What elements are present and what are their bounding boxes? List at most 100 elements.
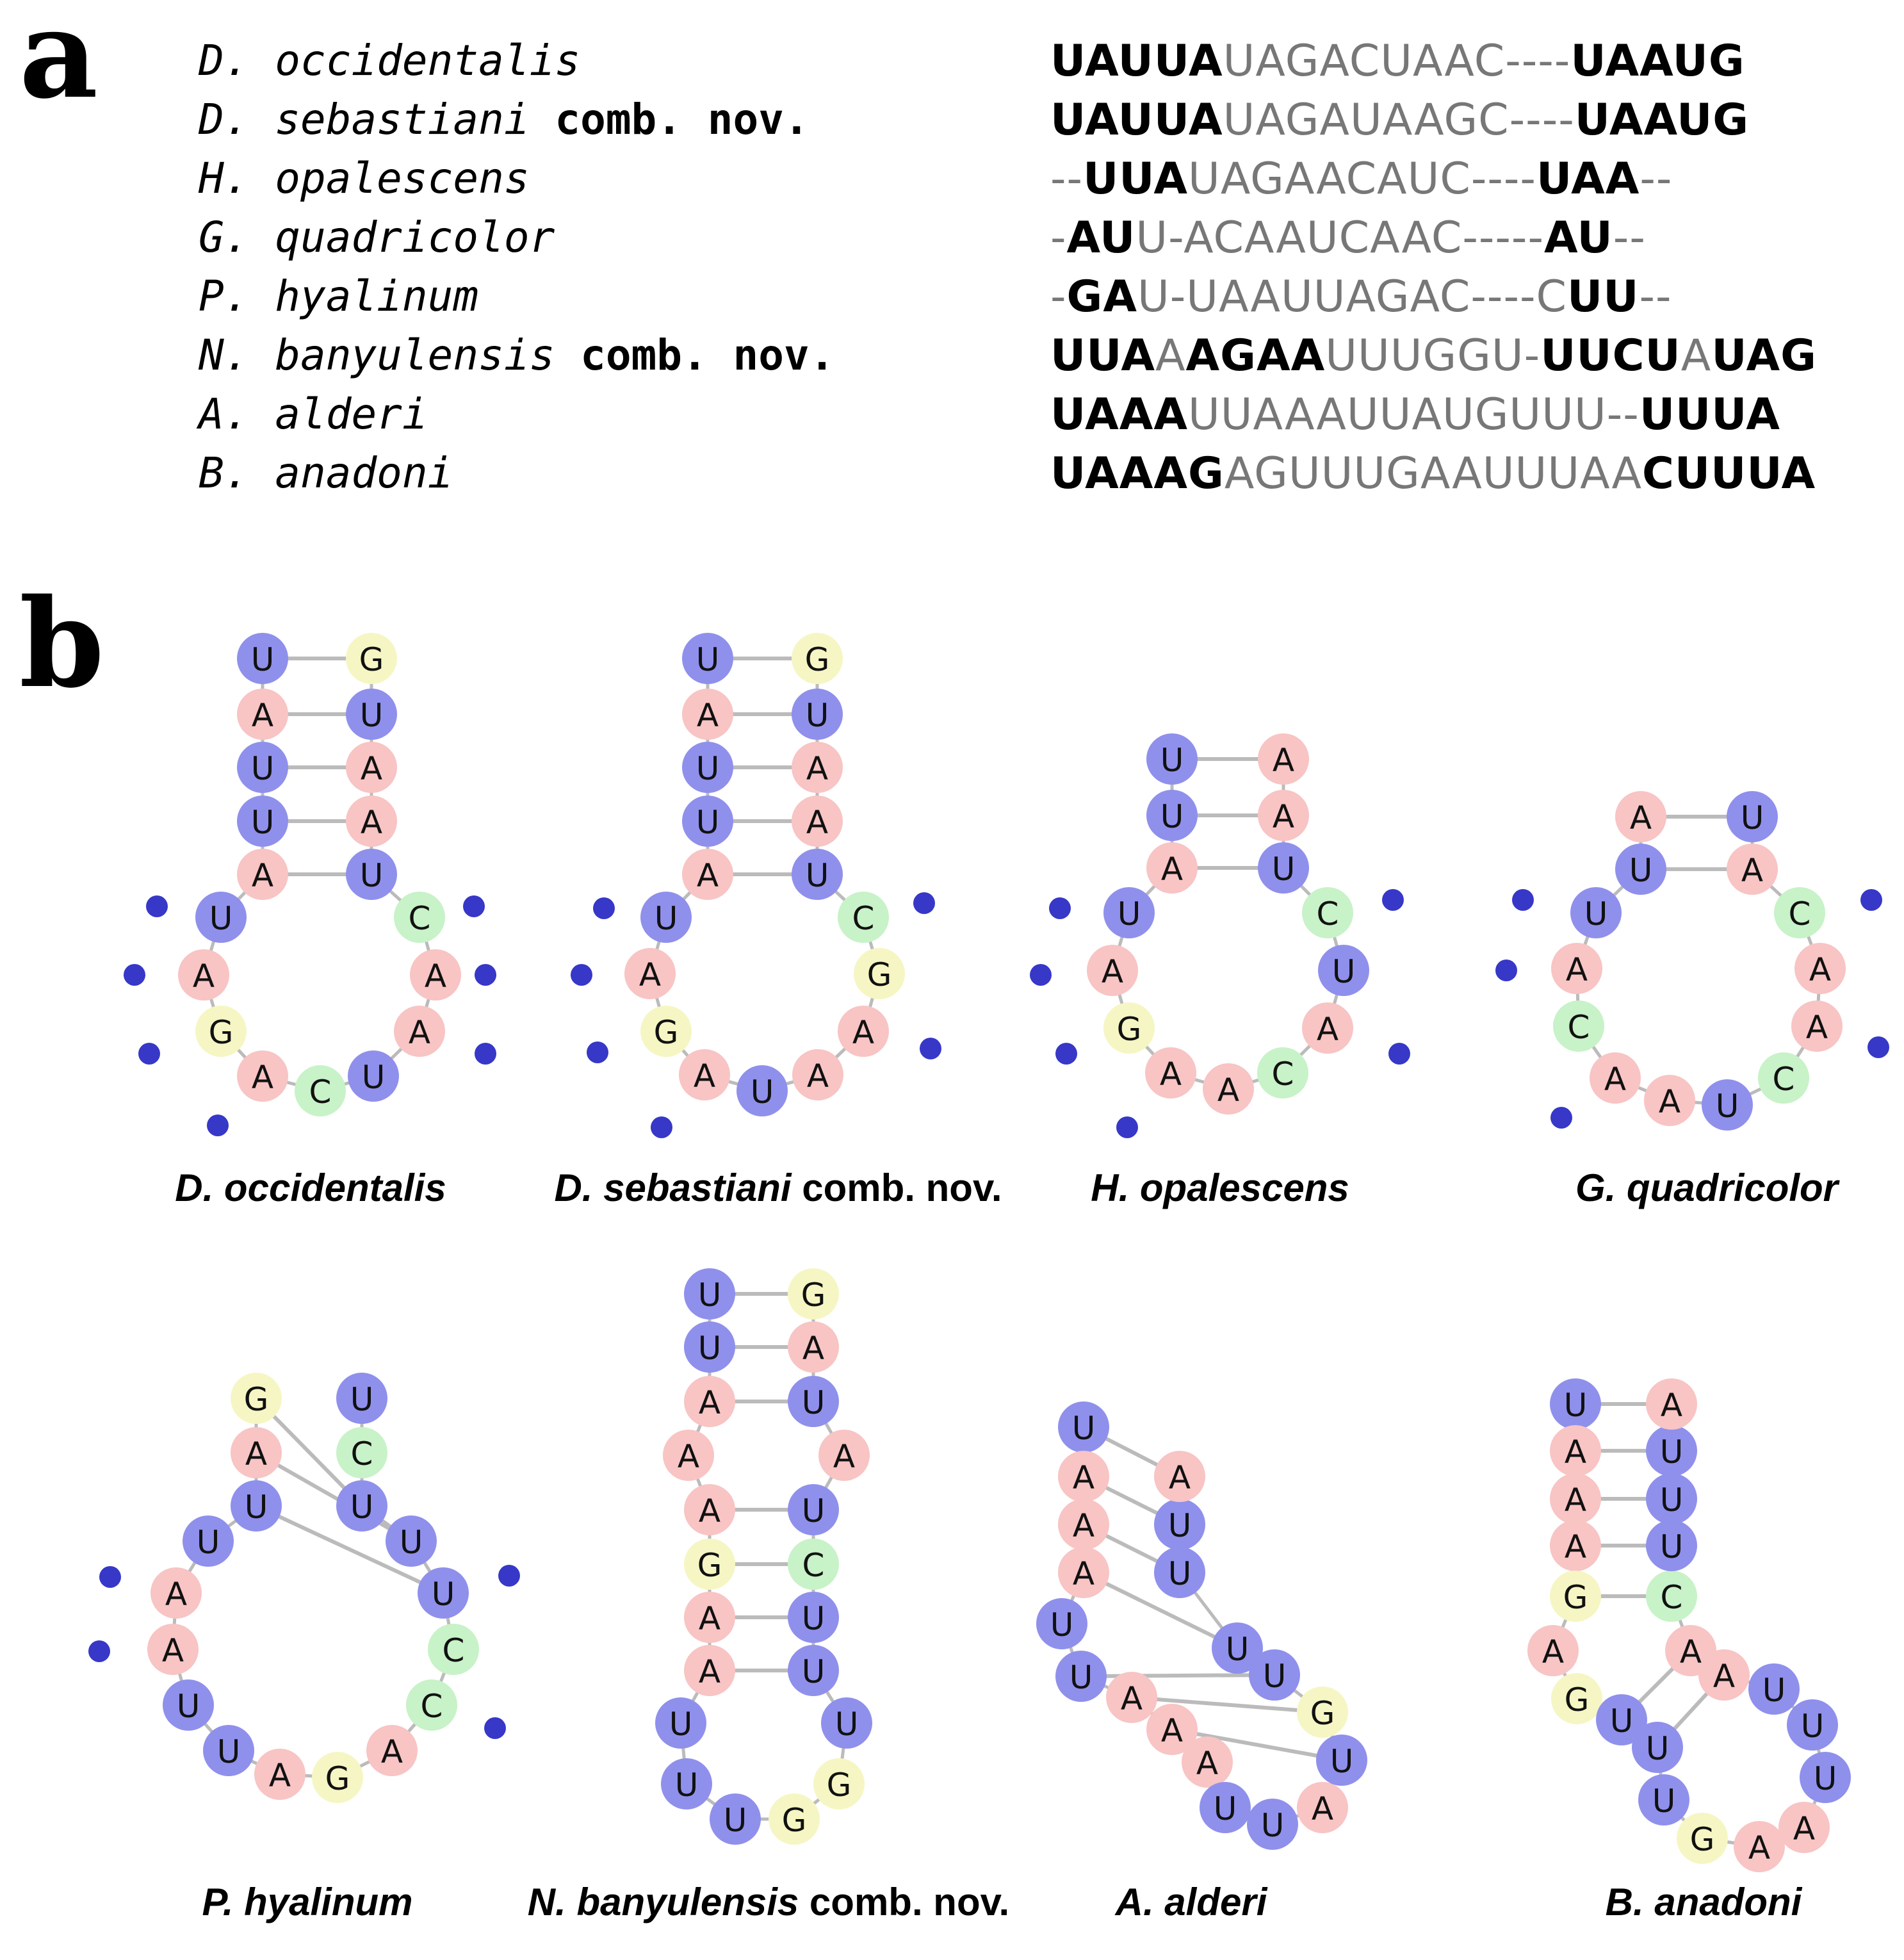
nucleotide-U (792, 689, 843, 740)
loop-segment: -- (1050, 154, 1084, 204)
nucleotide-letter: C (409, 900, 431, 937)
position-dot (1867, 1036, 1889, 1058)
nucleotide-letter: A (1680, 1633, 1702, 1670)
nucleotide-letter: A (1793, 1810, 1815, 1847)
nucleotide-letter: U (1160, 742, 1184, 779)
nucleotide-letter: A (1169, 1459, 1191, 1496)
genus-label: H. (199, 154, 250, 203)
nucleotide-G (195, 1006, 247, 1057)
nucleotide-A (1527, 1625, 1579, 1676)
nucleotide-letter: G (209, 1014, 234, 1051)
nucleotide-U (1646, 1425, 1697, 1476)
structure-caption: B. anadoni (1606, 1881, 1803, 1923)
species-name-row: D. occidentalis (199, 40, 580, 82)
loop-segment: UAGAUAAGC---- (1223, 95, 1575, 145)
nucleotide-U (1646, 1520, 1697, 1571)
position-dot (1049, 897, 1071, 919)
loop-segment: - (1050, 272, 1067, 322)
genus-label: D. (199, 95, 250, 144)
nucleotide-U (821, 1697, 872, 1749)
nucleotide-A (1297, 1782, 1348, 1833)
panel-a-label: a (19, 0, 99, 126)
nucleotide-G (684, 1539, 735, 1590)
nucleotide-U (1146, 733, 1198, 785)
nucleotide-A (788, 1321, 839, 1373)
nucleotide-A (838, 1006, 889, 1057)
alignment-sequence: UAUUAUAGACUAAC----UAAUG (1050, 40, 1745, 83)
caption-species: A. alderi (1114, 1881, 1268, 1923)
nucleotide-letter: A (245, 1435, 267, 1473)
conserved-segment: AU (1544, 213, 1613, 263)
position-dot (1495, 960, 1517, 981)
nucleotide-G (1677, 1813, 1728, 1864)
nucleotide-A (1615, 791, 1666, 842)
nucleotide-G (813, 1758, 865, 1809)
genus-label: A. (199, 389, 250, 439)
nucleotide-letter: A (1102, 953, 1123, 990)
nucleotide-U (1638, 1774, 1689, 1825)
position-dot (463, 895, 485, 917)
nucleotide-A (1727, 844, 1778, 895)
nucleotide-letter: U (1741, 799, 1764, 837)
nucleotide-letter: A (1806, 1009, 1828, 1046)
nucleotide-letter: U (1160, 798, 1184, 835)
nucleotide-letter: G (359, 641, 384, 678)
nucleotide-letter: U (1762, 1672, 1786, 1709)
nucleotide-letter: A (1273, 742, 1294, 779)
nucleotide-A (663, 1430, 714, 1481)
nucleotide-letter: U (696, 804, 720, 841)
nucleotide-A (1145, 1047, 1196, 1098)
nucleotide-A (682, 689, 733, 740)
nucleotide-letter: U (1584, 895, 1608, 933)
nucleotide-letter: U (350, 1381, 374, 1418)
nucleotide-letter: A (252, 1059, 273, 1096)
loop-segment: UAGACUAAC---- (1223, 36, 1571, 86)
caption-species: D. sebastiani (554, 1166, 792, 1209)
nucleotide-letter: U (360, 697, 384, 734)
nucleotide-letter: U (1168, 1555, 1192, 1592)
nucleotide-letter: A (678, 1438, 699, 1475)
nucleotide-A (1203, 1063, 1254, 1115)
nucleotide-A (1550, 1425, 1601, 1476)
nucleotide-U (237, 633, 288, 684)
nucleotide-letter: C (1272, 1056, 1294, 1093)
nucleotide-C (295, 1065, 346, 1116)
nucleotide-letter: U (802, 1600, 826, 1637)
genus-label: N. (199, 331, 250, 380)
nucleotide-U (1103, 887, 1155, 938)
nucleotide-letter: U (1814, 1760, 1837, 1797)
nucleotide-A (1154, 1451, 1205, 1502)
caption-species: D. occidentalis (175, 1166, 446, 1209)
species-name-row: H. opalescens (199, 158, 530, 200)
caption-species: P. hyalinum (202, 1881, 412, 1923)
nucleotide-A (1590, 1052, 1641, 1104)
nucleotide-A (366, 1725, 418, 1776)
nucleotide-C (406, 1679, 457, 1731)
nucleotide-U (684, 1268, 735, 1319)
nucleotide-letter: G (827, 1767, 852, 1804)
nucleotide-letter: A (361, 750, 382, 787)
nucleotide-U (788, 1376, 839, 1427)
position-dot (99, 1566, 121, 1588)
conserved-segment: UU (1567, 272, 1640, 322)
nucleotide-A (237, 689, 288, 740)
species-name-row: P. hyalinum (199, 275, 478, 318)
loop-segment: -- (1639, 272, 1672, 322)
position-dot (1116, 1116, 1138, 1138)
position-dot (593, 897, 615, 919)
nucleotide-letter: A (1661, 1387, 1682, 1424)
conserved-segment: UUA (1083, 154, 1189, 204)
structure-caption: H. opalescens (1091, 1166, 1349, 1209)
nucleotide-letter: C (351, 1435, 373, 1473)
nucleotide-letter: U (1332, 953, 1356, 990)
alignment-sequence: UAUUAUAGAUAAGC----UAAUG (1050, 99, 1749, 142)
nucleotide-letter: A (699, 1600, 720, 1637)
caption-species: N. banyulensis (528, 1881, 799, 1923)
nucleotide-U (1154, 1547, 1205, 1598)
nucleotide-letter: U (724, 1802, 747, 1839)
nucleotide-A (1146, 842, 1198, 894)
nucleotide-U (1316, 1735, 1367, 1786)
